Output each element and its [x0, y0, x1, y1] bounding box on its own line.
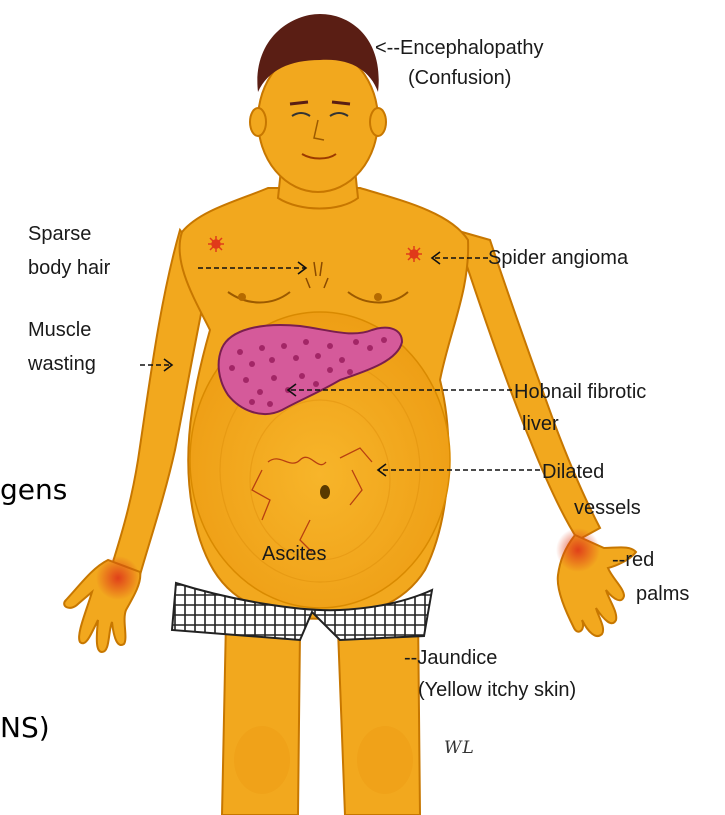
label-hobnail-liver-line1: Hobnail fibrotic: [514, 380, 646, 404]
head: [250, 14, 386, 192]
artist-signature: WL: [444, 738, 475, 758]
label-jaundice-line2: (Yellow itchy skin): [418, 678, 576, 702]
label-muscle-wasting-line1: Muscle: [28, 318, 91, 342]
label-muscle-wasting-line2: wasting: [28, 352, 96, 376]
label-jaundice-line1: --Jaundice: [404, 646, 497, 670]
label-encephalopathy: <--Encephalopathy: [375, 36, 543, 60]
label-spider-angioma: Spider angioma: [488, 246, 628, 270]
label-sparse-body-hair-line2: body hair: [28, 256, 110, 280]
label-confusion: (Confusion): [408, 66, 511, 90]
label-red-palms-line2: palms: [636, 582, 689, 606]
label-ascites: Ascites: [262, 542, 326, 566]
label-dilated-vessels-line2: vessels: [574, 496, 641, 520]
label-red-palms-line1: --red: [612, 548, 654, 572]
label-dilated-vessels-line1: Dilated: [542, 460, 604, 484]
label-hobnail-liver-line2: liver: [522, 412, 559, 436]
label-sparse-body-hair-line1: Sparse: [28, 222, 91, 246]
background-text-fragment: NS): [0, 712, 50, 744]
legs: [222, 612, 420, 815]
background-text-fragment: gens: [0, 474, 67, 506]
